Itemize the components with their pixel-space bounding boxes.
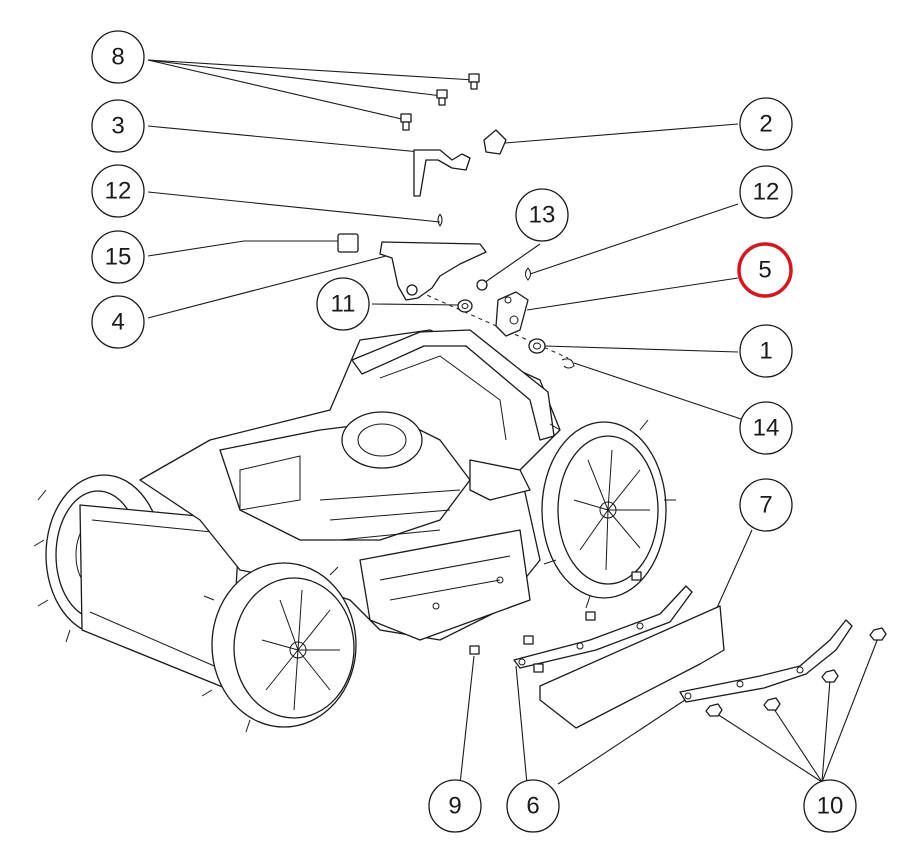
callout-1: 1 [739,324,793,378]
bracket-6-lower [679,619,853,703]
svg-text:13: 13 [529,202,556,229]
callout-5-highlighted: 5 [737,242,793,298]
svg-text:14: 14 [753,415,780,442]
svg-text:1: 1 [759,338,772,365]
callout-14: 14 [739,401,793,455]
leader-lines [147,59,879,785]
small-parts [244,73,575,369]
svg-text:11: 11 [331,291,356,318]
svg-text:10: 10 [817,793,844,820]
bolt-8-a [468,73,480,90]
skid-brackets [469,571,887,729]
nuts-10 [705,627,887,717]
cap-2 [483,129,507,155]
bolt-8-b [436,89,448,106]
svg-text:6: 6 [526,793,539,820]
tiller-body [33,329,676,733]
svg-text:5: 5 [758,257,771,284]
bracket-arm-3 [413,149,471,197]
callout-8: 8 [91,30,145,84]
svg-text:2: 2 [759,111,772,138]
svg-text:9: 9 [448,793,461,820]
callout-6: 6 [506,779,560,833]
skid-plate-7 [539,605,725,729]
svg-text:15: 15 [105,244,132,271]
callout-7: 7 [739,478,793,532]
clip-14 [561,358,575,369]
clip-12-b [525,267,531,281]
connector-15 [337,233,359,253]
callout-12-right: 12 [739,165,793,219]
callout-3: 3 [91,99,145,153]
callout-11: 11 [316,277,370,331]
plate-5 [495,291,529,337]
washer-11 [457,299,473,313]
callout-4: 4 [91,295,145,349]
callout-15: 15 [91,230,145,284]
bolts-loose [469,571,642,673]
bolt-8-c [400,113,412,131]
callout-12-left: 12 [91,164,145,218]
bracket-6-upper [513,585,693,669]
washer-1 [528,338,546,354]
svg-text:12: 12 [105,178,132,205]
svg-text:12: 12 [753,179,780,206]
screw-13 [476,279,488,291]
svg-text:7: 7 [759,492,772,519]
callout-13: 13 [515,188,569,242]
callout-9: 9 [428,779,482,833]
callout-10: 10 [803,779,857,833]
svg-text:4: 4 [111,309,124,336]
svg-text:8: 8 [111,44,124,71]
svg-text:3: 3 [111,113,124,140]
callout-2: 2 [739,97,793,151]
clip-12-a [437,213,443,227]
bracket-4 [379,241,487,301]
